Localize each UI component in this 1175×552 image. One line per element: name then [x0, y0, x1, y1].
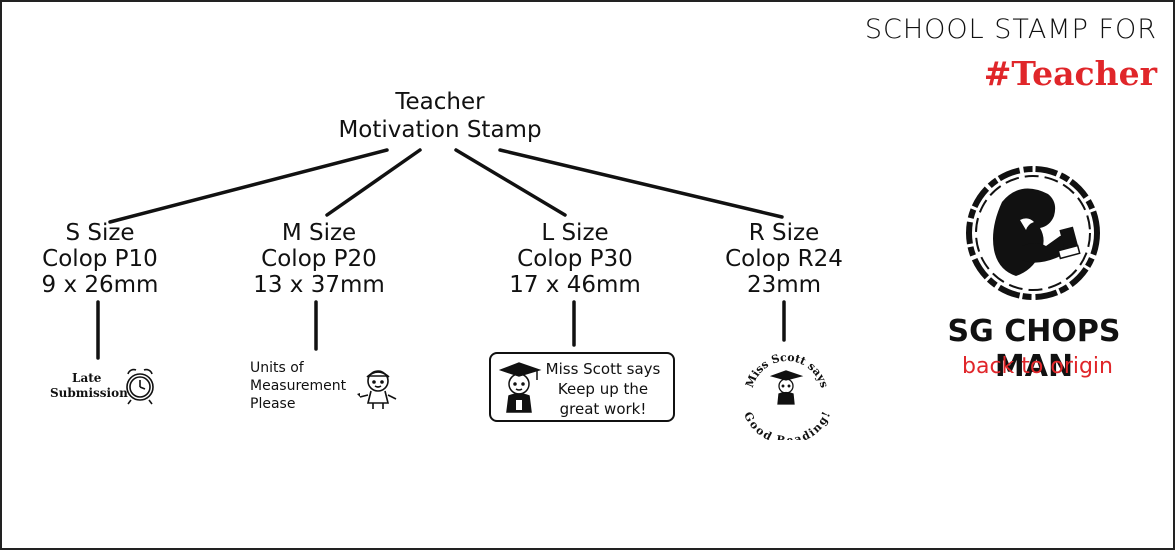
branch-r: R Size Colop R24 23mm [684, 220, 884, 298]
branch-line-m [325, 148, 422, 217]
stamp-sample-medium: Units of Measurement Please [250, 359, 410, 415]
round-stamp-bottom-text: Good Reading! [741, 410, 833, 448]
branch-line-r [498, 148, 784, 219]
branch-model: Colop P30 [517, 246, 633, 272]
root-line1: Teacher [395, 89, 485, 115]
branch-size: S Size [65, 220, 135, 246]
root-node: Teacher Motivation Stamp [320, 88, 560, 144]
graduate-character-icon [498, 362, 542, 413]
brand-name: SG CHOPS MAN [947, 314, 1121, 384]
branch-dims: 13 x 37mm [253, 272, 385, 298]
svg-text:Good Reading!: Good Reading! [741, 410, 833, 440]
stamp-sample-round: Miss Scott says Good Reading! [740, 346, 834, 447]
root-line2: Motivation Stamp [338, 117, 542, 143]
alarm-clock-icon [126, 368, 154, 405]
svg-text:Miss Scott says: Miss Scott says [743, 351, 831, 390]
branch-dims: 17 x 46mm [509, 272, 641, 298]
boy-character-icon [357, 370, 397, 409]
stamp-sample-small: Late Submission [50, 365, 160, 409]
stamp-large-line1: Miss Scott says [545, 360, 661, 378]
stamp-large-text: Miss Scott says Keep up the great work! [539, 359, 667, 419]
stamp-medium-line2: Measurement [250, 378, 347, 394]
branch-model: Colop P20 [261, 246, 377, 272]
branch-l: L Size Colop P30 17 x 46mm [475, 220, 675, 298]
branch-m: M Size Colop P20 13 x 37mm [219, 220, 419, 298]
branch-size: M Size [281, 220, 357, 246]
stamp-large-line3: great work! [559, 400, 647, 418]
lion-with-stamp-icon [966, 166, 1100, 300]
branch-line-s [108, 148, 389, 224]
stamp-large-line2: Keep up the [557, 380, 649, 398]
brand-tagline: back to origin [962, 354, 1113, 379]
header-hashtag: #Teacher [983, 54, 1157, 93]
branch-model: Colop P10 [42, 246, 158, 272]
stamp-medium-line1: Units of [250, 360, 304, 376]
branch-dims: 9 x 26mm [41, 272, 159, 298]
stamp-small-line2: Submission [50, 386, 128, 400]
branch-size: R Size [748, 220, 820, 246]
branch-model: Colop R24 [725, 246, 843, 272]
branch-size: L Size [541, 220, 609, 246]
branch-line-l [454, 148, 567, 217]
stamp-sample-large: Miss Scott says Keep up the great work! [489, 352, 675, 422]
round-stamp-graphic: Miss Scott says Good Reading! [741, 351, 833, 447]
branch-s: S Size Colop P10 9 x 26mm [0, 220, 200, 298]
graduate-character-icon [769, 370, 804, 405]
branch-dims: 23mm [746, 272, 822, 298]
stamp-medium-text: Units of Measurement Please [250, 359, 346, 413]
stamp-medium-line3: Please [250, 396, 296, 412]
stamp-small-line1: Late [72, 371, 102, 385]
round-stamp-top-text: Miss Scott says [743, 351, 831, 390]
header-title: SCHOOL STAMP FOR [864, 14, 1157, 45]
